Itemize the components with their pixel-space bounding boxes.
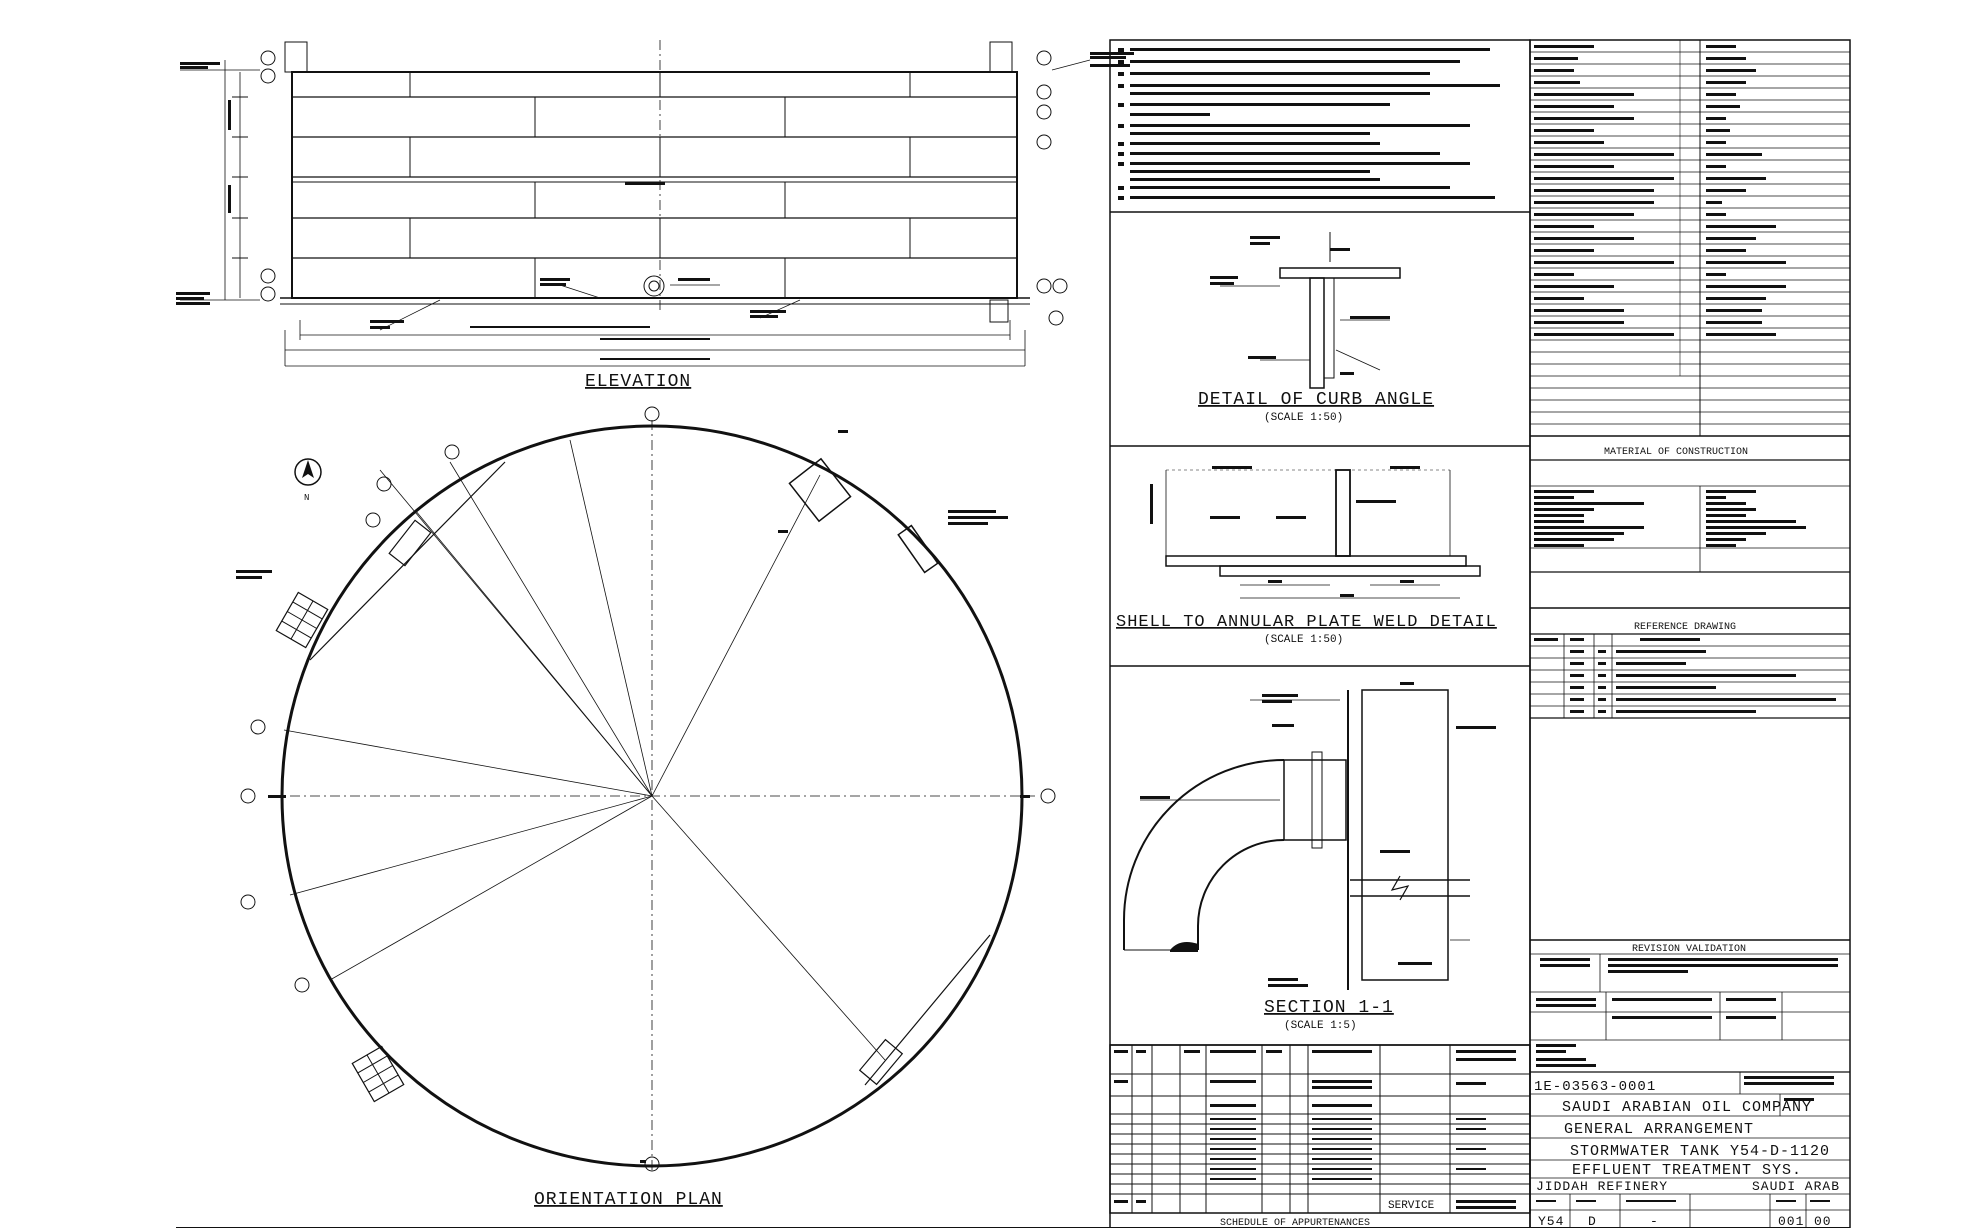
- revision-cell-marks: [1536, 958, 1838, 1101]
- elevation-view: [180, 40, 1091, 367]
- schedule-table: [1109, 1044, 1531, 1214]
- index-code: D: [1588, 1214, 1597, 1228]
- curb-angle-title: DETAIL OF CURB ANGLE: [1198, 390, 1434, 410]
- section-scale: (SCALE 1:5): [1284, 1020, 1357, 1032]
- plant-name: JIDDAH REFINERY: [1536, 1179, 1668, 1194]
- material-table: [1530, 459, 1850, 609]
- country-name: SAUDI ARAB: [1752, 1179, 1840, 1194]
- curb-angle-annotations: [1210, 236, 1390, 375]
- design-data-rows: [1530, 51, 1850, 437]
- shell-weld-title: SHELL TO ANNULAR PLATE WELD DETAIL: [1116, 613, 1497, 632]
- reference-title: REFERENCE DRAWING: [1634, 622, 1736, 633]
- north-arrow-label: N: [304, 493, 309, 503]
- elevation-title: ELEVATION: [585, 372, 691, 392]
- company-name: SAUDI ARABIAN OIL COMPANY: [1562, 1099, 1812, 1116]
- revision-title: REVISION VALIDATION: [1632, 944, 1746, 955]
- shell-weld-annotations: [1150, 466, 1420, 597]
- plant-code: Y54: [1538, 1214, 1564, 1228]
- curb-angle-detail: [1220, 232, 1401, 389]
- design-data-cell-marks: [1534, 45, 1786, 336]
- title-line-3: EFFLUENT TREATMENT SYS.: [1572, 1162, 1802, 1179]
- section-annotations: [1140, 682, 1496, 987]
- dash-field: -: [1650, 1214, 1659, 1228]
- shell-weld-scale: (SCALE 1:50): [1264, 634, 1343, 646]
- title-line-2: STORMWATER TANK Y54-D-1120: [1570, 1143, 1830, 1160]
- section-title: SECTION 1-1: [1264, 998, 1394, 1018]
- schedule-cell-marks: [1114, 1050, 1516, 1209]
- curb-angle-scale: (SCALE 1:50): [1264, 412, 1343, 424]
- title-line-1: GENERAL ARRANGEMENT: [1564, 1121, 1754, 1138]
- orientation-plan-title: ORIENTATION PLAN: [534, 1190, 723, 1210]
- title-block-small-marks: [1536, 1200, 1830, 1202]
- revision-table: [1530, 939, 1850, 1228]
- material-title: MATERIAL OF CONSTRUCTION: [1604, 447, 1748, 458]
- general-notes: [1118, 48, 1500, 200]
- material-cell-marks: [1534, 490, 1806, 547]
- schedule-service-header: SERVICE: [1388, 1200, 1435, 1212]
- schedule-title: SCHEDULE OF APPURTENANCES: [1220, 1218, 1370, 1228]
- sheet-number: 001: [1778, 1214, 1804, 1228]
- reference-table: [1530, 633, 1850, 719]
- drawing-number: 1E-03563-0001: [1534, 1079, 1656, 1095]
- section-1-1-detail: [1123, 689, 1470, 990]
- reference-cell-marks: [1534, 638, 1836, 713]
- orientation-plan-annotations: [236, 430, 1030, 1163]
- shell-weld-detail: [1165, 469, 1481, 599]
- revision-number: 00: [1814, 1214, 1832, 1228]
